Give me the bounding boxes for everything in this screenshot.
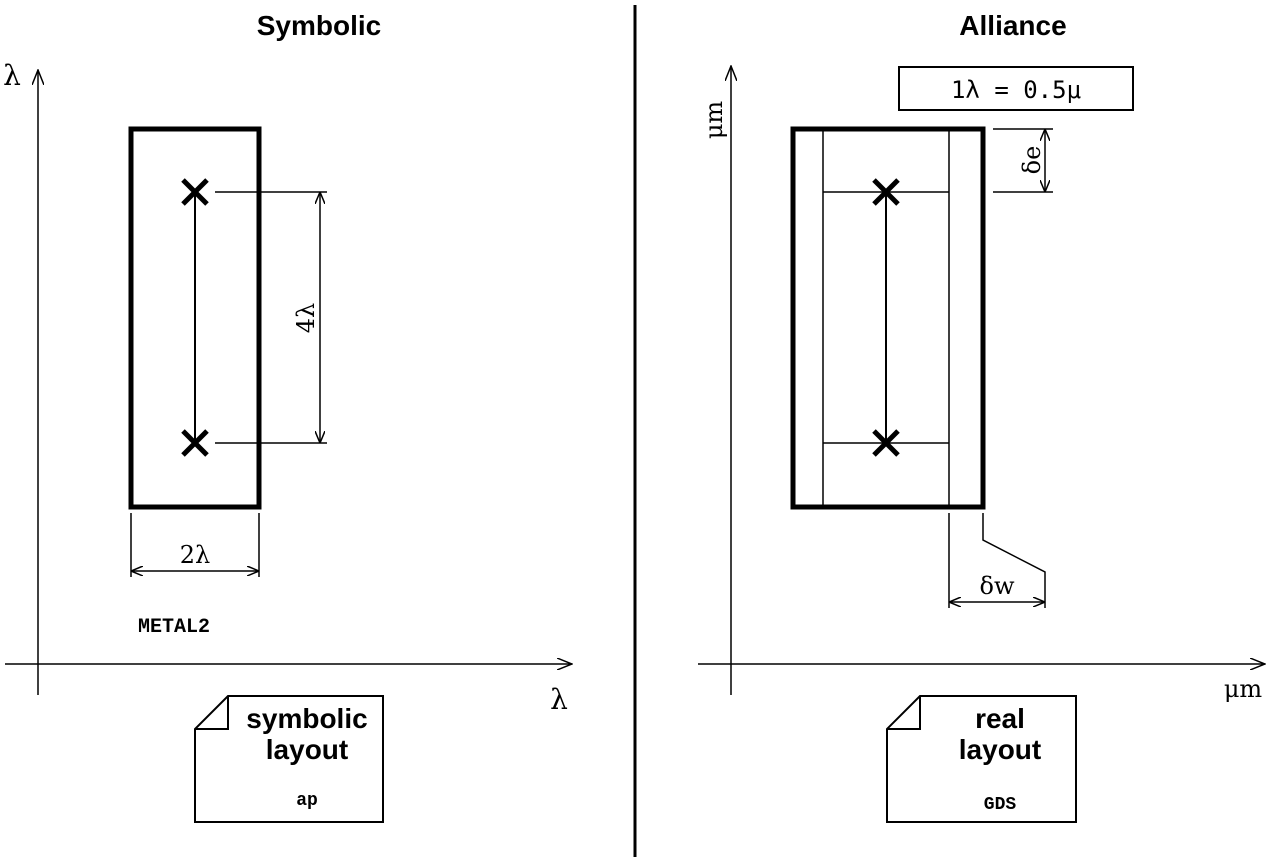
delta-w-leader [982, 513, 1046, 608]
endpoint-bottom-marker [181, 429, 209, 457]
real-endpoint-bottom-marker [872, 429, 900, 457]
dim-vertical-label: 4λ [292, 303, 320, 333]
symbolic-file-ext: ap [296, 791, 318, 811]
endpoint-top-marker [181, 178, 209, 206]
scale-text: 1λ = 0.5μ [951, 76, 1081, 104]
delta-e-label: δe [1018, 146, 1046, 175]
symbolic-title: Symbolic [257, 10, 381, 41]
real-endpoint-top-marker [872, 178, 900, 206]
layer-name: METAL2 [138, 616, 210, 639]
symbolic-file-line2: layout [266, 734, 348, 765]
real-file-line1: real [975, 703, 1025, 734]
file-corner-fold-right [887, 696, 921, 730]
symbolic-file-line1: symbolic [246, 703, 367, 734]
alliance-title: Alliance [959, 10, 1066, 41]
dim-horizontal-label: 2λ [180, 541, 210, 569]
y-axis-label-right: μm [700, 101, 728, 140]
real-metal-segment [790, 126, 986, 510]
real-file-icon [886, 695, 1077, 823]
symbolic-panel: Symbolic λ λ 4λ 2λ METAL2 [3, 10, 572, 823]
delta-w-label: δw [980, 572, 1015, 600]
metal2-segment [128, 126, 262, 510]
scale-box [898, 66, 1134, 111]
x-axis-label-right: μm [1224, 675, 1263, 703]
y-axis-label-left: λ [3, 59, 21, 92]
x-axis-label-left: λ [550, 683, 568, 716]
file-corner-fold-left [195, 696, 229, 730]
alliance-panel: Alliance μm μm 1λ = 0.5μ δe [698, 10, 1265, 823]
real-file-line2: layout [959, 734, 1041, 765]
real-file-ext: GDS [984, 795, 1017, 815]
symbolic-file-icon [194, 695, 384, 823]
